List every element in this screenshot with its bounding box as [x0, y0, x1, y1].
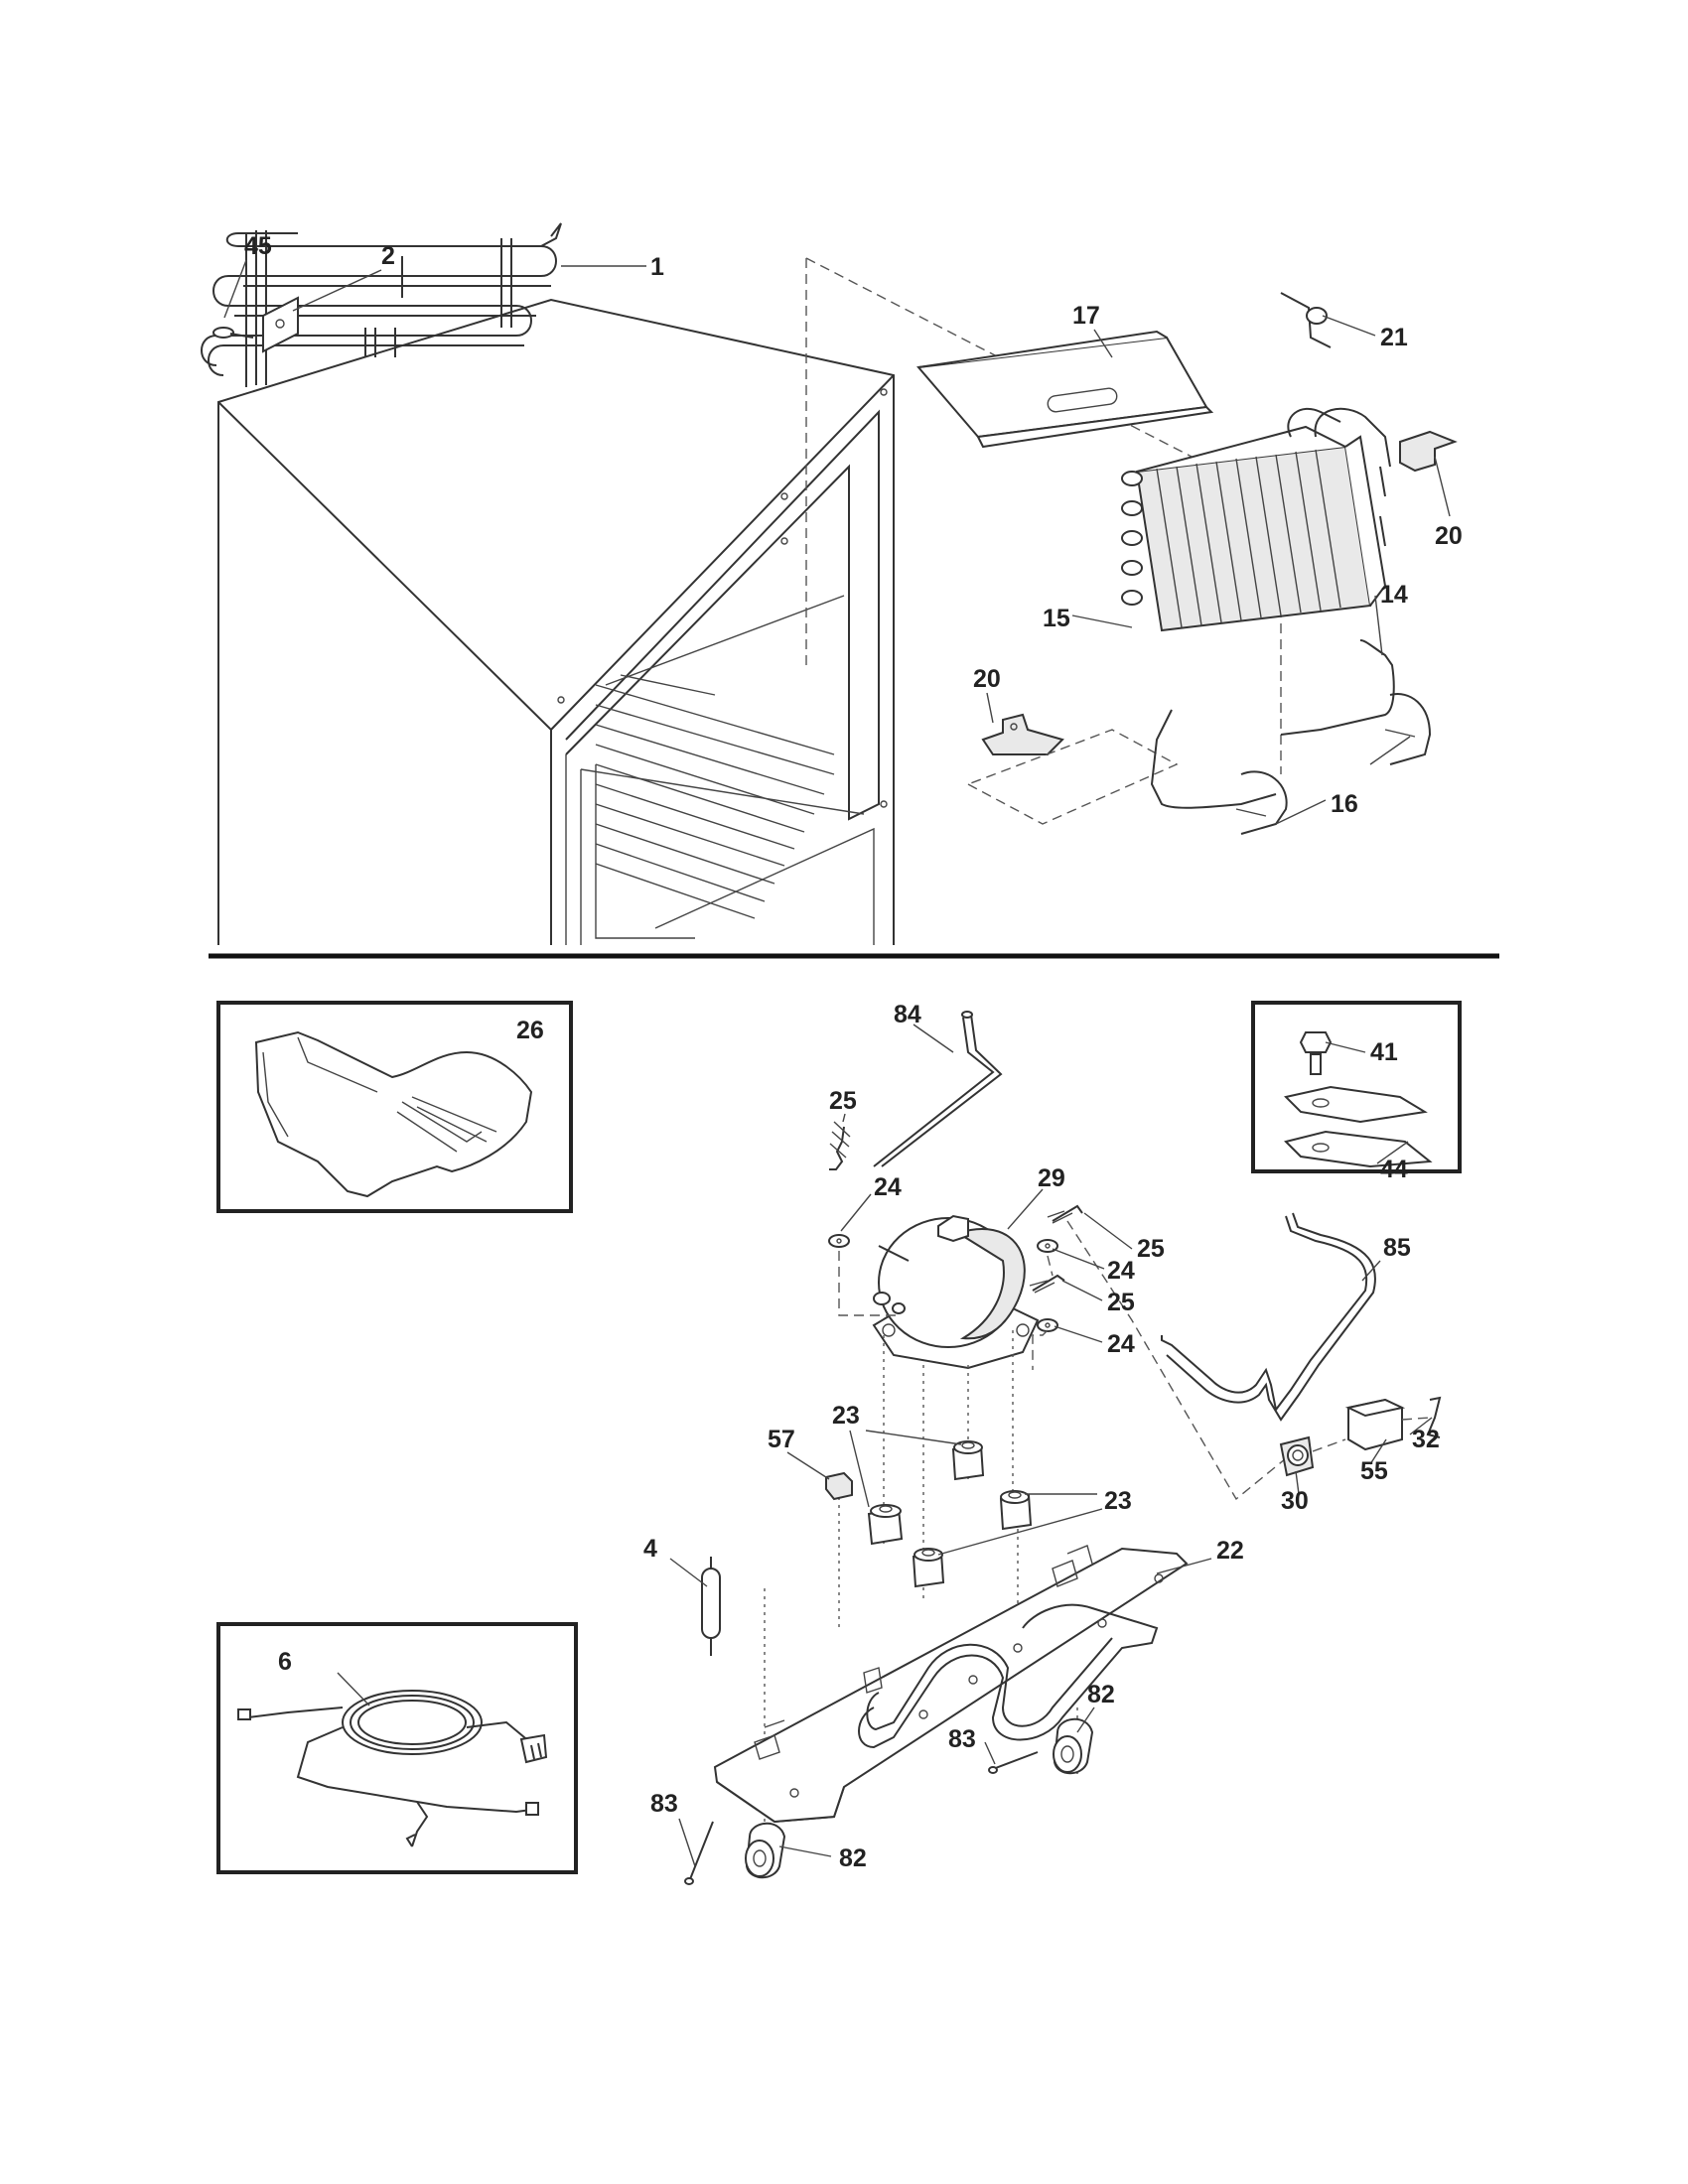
inset-box-mounting-bracket [1251, 1001, 1462, 1173]
compressor-grommet-wire-3 [1029, 1274, 1065, 1294]
clip-guide [966, 729, 1179, 825]
leveling-foot-rear [1053, 1717, 1094, 1775]
callout-82-rear: 82 [1087, 1681, 1115, 1708]
grommet-guide-lines [764, 1330, 1078, 1822]
callout-29: 29 [1038, 1164, 1065, 1192]
callout-25-right-1: 25 [1137, 1235, 1165, 1263]
tubing-clip [825, 1471, 853, 1501]
power-cord-harness [237, 1690, 548, 1847]
evaporator-tube-ends [1121, 471, 1143, 606]
discharge-tube [1161, 1212, 1376, 1422]
callout-26: 26 [516, 1017, 544, 1044]
callout-2: 2 [381, 242, 395, 270]
evaporator-cover-channel [916, 330, 1214, 449]
start-relay [1344, 1398, 1406, 1451]
callout-6: 6 [278, 1648, 292, 1676]
compressor-grommet-wire-2 [1047, 1204, 1083, 1224]
leader-lines [223, 259, 1451, 1867]
leveling-foot-front [745, 1822, 786, 1879]
compressor-base-plate [713, 1545, 1189, 1824]
inset-box-drain-pan [216, 1001, 573, 1213]
foot-pin-rear [988, 1751, 1039, 1774]
callout-82-front: 82 [839, 1844, 867, 1872]
callout-22: 22 [1216, 1537, 1244, 1565]
callout-23-top: 23 [832, 1402, 860, 1430]
evaporator-fins [1156, 449, 1341, 628]
suction-tube-cap [1280, 292, 1332, 348]
callout-83-front: 83 [650, 1790, 678, 1818]
callout-41: 41 [1370, 1038, 1398, 1066]
callout-24-right-1: 24 [1107, 1257, 1135, 1285]
evaporator-clip-right [1399, 430, 1458, 473]
foot-pin-front [684, 1821, 714, 1885]
callout-45: 45 [244, 232, 272, 260]
callout-32: 32 [1412, 1426, 1440, 1453]
wire-harness-clip [1401, 1396, 1442, 1438]
overload-protector [1279, 1435, 1346, 1477]
compressor-guide-lines [838, 1220, 1292, 1501]
callout-14: 14 [1380, 581, 1408, 609]
callout-55: 55 [1360, 1457, 1388, 1485]
callout-25-right-2: 25 [1107, 1289, 1135, 1316]
callout-30: 30 [1281, 1487, 1309, 1515]
drain-pan [254, 1030, 533, 1198]
coil-bracket [262, 296, 299, 353]
refrigerator-cabinet [217, 298, 895, 945]
callout-1: 1 [650, 253, 664, 281]
callout-83-rear: 83 [948, 1725, 976, 1753]
callout-16: 16 [1331, 790, 1358, 818]
callout-4: 4 [643, 1535, 657, 1563]
callout-57: 57 [768, 1426, 795, 1453]
callout-25-top: 25 [829, 1087, 857, 1115]
evaporator-coil [1121, 407, 1391, 632]
compressor-grommet-wire-1 [829, 1121, 851, 1170]
process-tube [873, 1011, 1003, 1167]
callout-84: 84 [894, 1001, 921, 1028]
bracket-screw [212, 327, 254, 339]
evaporator-clip-left [981, 713, 1064, 755]
inset-box-power-cord [216, 1622, 578, 1874]
defrost-heater-tube [1150, 639, 1395, 809]
callout-15: 15 [1043, 605, 1070, 632]
freezer-shelf-louvers [595, 674, 835, 919]
callout-23-right: 23 [1104, 1487, 1132, 1515]
callout-labels: 45 2 1 17 21 20 14 15 20 16 26 84 25 24 … [244, 232, 1463, 1872]
washers [828, 1234, 1058, 1332]
callout-20-left: 20 [973, 665, 1001, 693]
callout-21: 21 [1380, 324, 1408, 351]
callout-24-top: 24 [874, 1173, 902, 1201]
compressor-grommets [867, 1440, 1033, 1588]
filter-drier [701, 1557, 721, 1656]
callout-85: 85 [1383, 1234, 1411, 1262]
bracket-bolt [1299, 1031, 1333, 1075]
defrost-heater-clips [1235, 693, 1432, 835]
callout-17: 17 [1072, 302, 1100, 330]
compressor [872, 1214, 1040, 1370]
callout-20-right: 20 [1435, 522, 1463, 550]
callout-44: 44 [1380, 1156, 1408, 1183]
compressor-mounting-bracket [1284, 1085, 1433, 1168]
callout-24-right-2: 24 [1107, 1330, 1135, 1358]
